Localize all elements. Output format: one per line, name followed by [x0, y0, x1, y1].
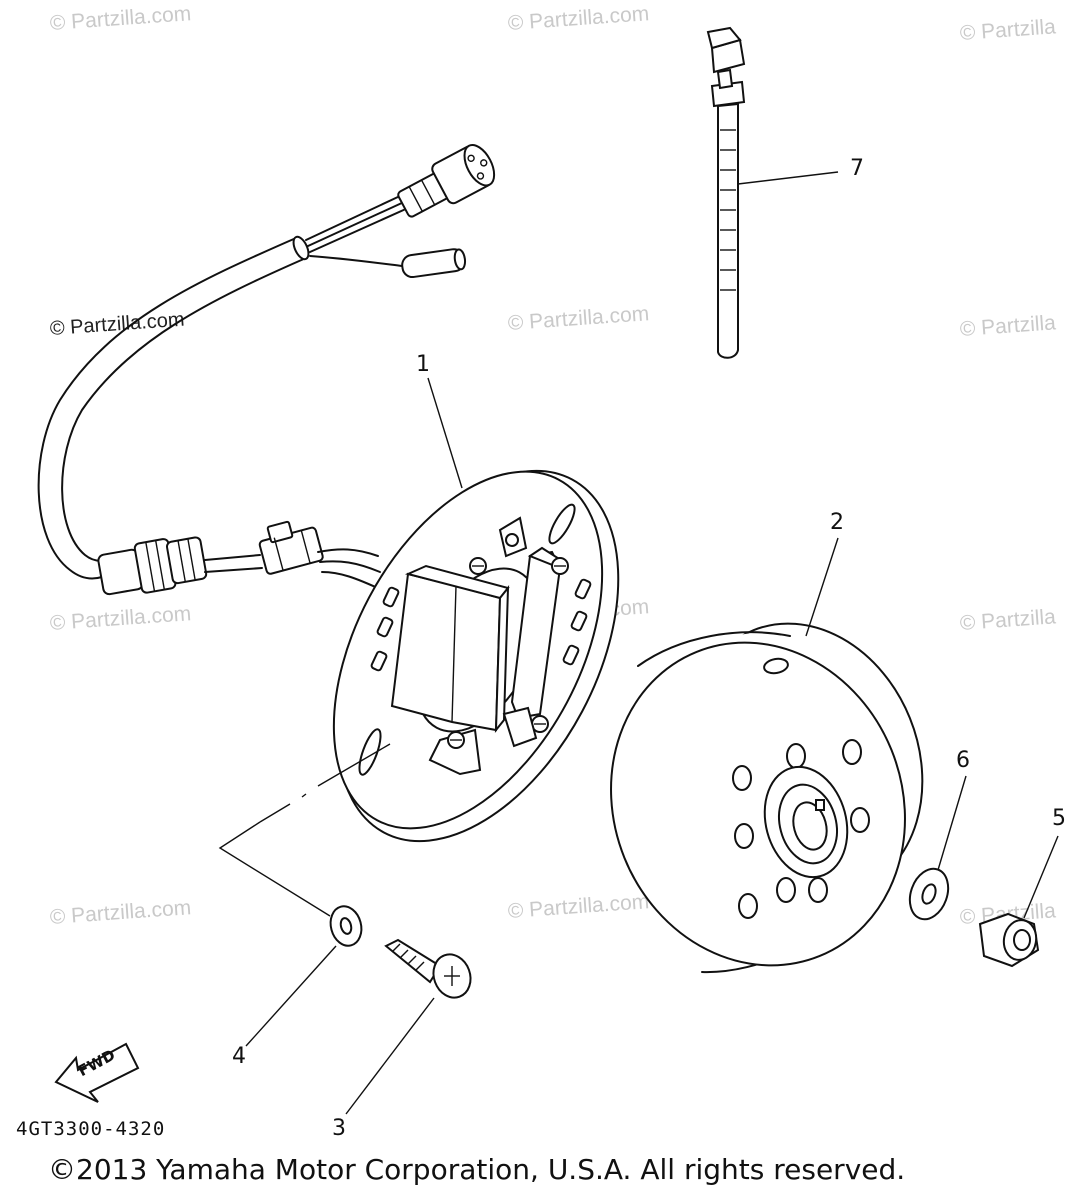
- nut: [978, 912, 1040, 968]
- pickup-coil: [502, 546, 569, 748]
- source-coil: [390, 557, 510, 749]
- rotor-flywheel: [610, 622, 924, 974]
- fwd-arrow: [54, 1042, 140, 1103]
- stator-assembly: [332, 469, 620, 843]
- screw: [384, 938, 472, 999]
- callout-3[interactable]: 3: [332, 1116, 346, 1141]
- coupler-3pin: [397, 144, 496, 218]
- callout-7[interactable]: 7: [850, 156, 864, 181]
- callout-5[interactable]: 5: [1052, 806, 1066, 831]
- callout-4[interactable]: 4: [232, 1044, 246, 1069]
- part-code: 4GT3300-4320: [16, 1118, 166, 1140]
- cable-tie: [706, 26, 746, 359]
- washer: [329, 905, 363, 947]
- leader-lines: [218, 171, 1059, 1115]
- plate-washer: [908, 867, 950, 921]
- wire-harness: [37, 144, 496, 596]
- callout-2[interactable]: 2: [830, 510, 844, 535]
- copyright-notice: ©2013 Yamaha Motor Corporation, U.S.A. A…: [48, 1153, 906, 1186]
- callout-6[interactable]: 6: [956, 748, 970, 773]
- callout-1[interactable]: 1: [416, 352, 430, 377]
